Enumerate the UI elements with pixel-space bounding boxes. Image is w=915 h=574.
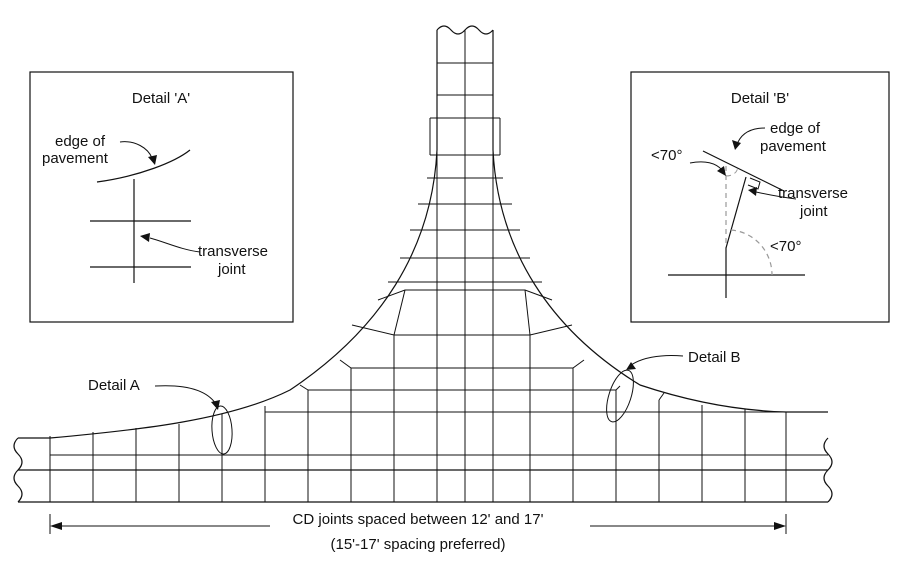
arrowhead xyxy=(148,155,157,165)
dimension-label: CD joints spaced between 12' and 17' xyxy=(293,511,544,528)
detail-b-ellipse xyxy=(606,369,634,423)
detail-b-edge-label-1: edge of xyxy=(770,120,821,137)
arrowhead xyxy=(50,522,62,530)
detail-b-leader xyxy=(629,355,684,367)
detail-a-title: Detail 'A' xyxy=(132,90,190,107)
arrowhead xyxy=(748,187,757,196)
arrowhead xyxy=(732,140,741,150)
arrowhead xyxy=(626,362,636,370)
detail-b-angle-top: <70° xyxy=(651,147,682,164)
detail-a-ellipse xyxy=(211,405,233,455)
detail-a-pavement-edge xyxy=(96,149,191,183)
detail-b-callout: Detail B xyxy=(688,349,741,366)
detail-a-joint-label-2: joint xyxy=(217,261,246,278)
detail-b-title: Detail 'B' xyxy=(731,90,789,107)
arrowhead xyxy=(211,400,220,410)
arrowhead xyxy=(774,522,786,530)
arrowhead xyxy=(717,166,726,176)
detail-a-edge-label-1: edge of xyxy=(55,133,106,150)
dimension-sublabel: (15'-17' spacing preferred) xyxy=(331,536,506,553)
main-pavement xyxy=(13,30,833,503)
detail-a-panel: Detail 'A' edge of pavement transverse j… xyxy=(29,71,294,323)
right-radius-return xyxy=(492,30,787,413)
detail-a-edge-label-2: pavement xyxy=(42,150,109,167)
dimension-line: CD joints spaced between 12' and 17' (15… xyxy=(49,508,787,553)
detail-a-leader xyxy=(154,385,217,405)
detail-b-panel: Detail 'B' <70° edge of pavement transve… xyxy=(630,71,890,323)
detail-b-transverse-joint xyxy=(725,176,747,249)
detail-b-angle-bottom: <70° xyxy=(770,238,801,255)
detail-a-callout: Detail A xyxy=(88,377,140,394)
detail-b-joint-label-2: joint xyxy=(799,203,828,220)
detail-b-pavement-edge xyxy=(702,150,785,192)
arrowhead xyxy=(140,233,150,242)
detail-a-joint-label-1: transverse xyxy=(198,243,268,260)
detail-b-edge-label-2: pavement xyxy=(760,138,827,155)
side-road xyxy=(49,25,787,439)
left-radius-return xyxy=(49,30,438,439)
detail-b-joint-label-1: transverse xyxy=(778,185,848,202)
